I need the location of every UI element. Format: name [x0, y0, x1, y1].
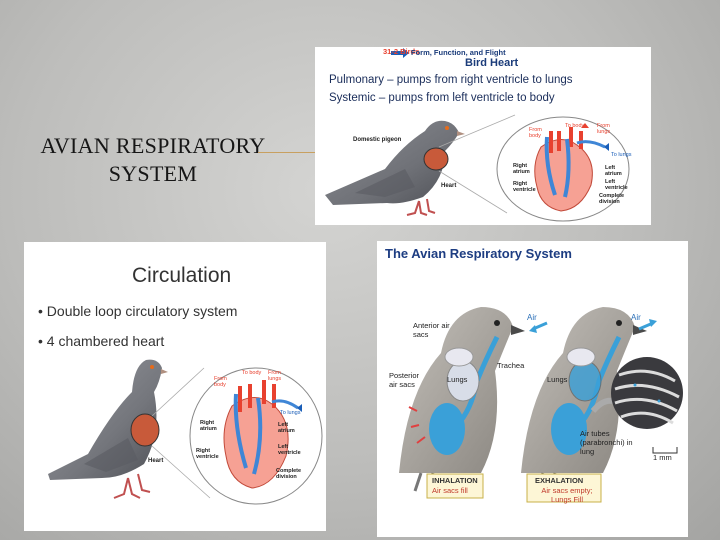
inhalation-subtitle: Air sacs fill	[432, 486, 468, 495]
trachea-label: Trachea	[497, 361, 525, 370]
circulation-title: Circulation	[132, 264, 232, 287]
bird-label: Domestic pigeon	[353, 137, 402, 143]
bullet-2-text: 4 chambered heart	[46, 333, 165, 349]
bullet-2: • 4 chambered heart	[38, 333, 165, 349]
lungs-label-1: Lungs	[447, 375, 468, 384]
heart-diagram	[534, 127, 606, 212]
air-label-1: Air	[527, 313, 537, 322]
title-rule	[258, 152, 318, 153]
slide-title: AVIAN RESPIRATORY SYSTEM	[22, 132, 284, 188]
heart-panel-title: Bird Heart	[465, 57, 519, 69]
bullet-1-text: Double loop circulatory system	[46, 303, 238, 319]
arrow-icon	[581, 123, 589, 128]
respiratory-illustration	[399, 307, 683, 503]
circulation-illustration	[48, 359, 323, 505]
arrow-icon	[391, 48, 409, 58]
left-ventricle-label: Left ventricle	[605, 179, 628, 191]
inhalation-bird	[399, 307, 525, 492]
scale-bar	[652, 447, 678, 454]
to-lungs-label: To lungs	[280, 410, 301, 416]
exhalation-box	[526, 473, 602, 503]
bird-heart-illustration	[325, 48, 630, 222]
parabronchi-closeup	[611, 357, 683, 429]
arrow-icon	[297, 404, 302, 412]
right-ventricle-label: Right ventricle	[196, 448, 219, 460]
right-ventricle-label: Right ventricle	[513, 181, 536, 193]
lungs-label-2: Lungs	[547, 375, 568, 384]
inhalation-box	[426, 473, 484, 499]
inhalation-title: INHALATION	[432, 476, 478, 485]
pigeon-drawing	[48, 359, 211, 499]
section-subtitle: Form, Function, and Flight	[411, 48, 506, 57]
bird-heart-image: 31-2 Birds Form, Function, and Flight Bi…	[315, 47, 651, 225]
to-body-label: To body	[242, 370, 262, 376]
respiratory-title: The Avian Respiratory System	[385, 246, 572, 261]
from-lungs-label: From lungs	[597, 123, 611, 135]
to-body-label: To body	[565, 123, 585, 129]
posterior-air-sacs-label: Posterior air sacs	[389, 371, 420, 389]
from-lungs-label: From lungs	[268, 370, 282, 382]
from-body-label: From body	[214, 376, 227, 388]
complete-division-label: Complete division	[276, 468, 302, 480]
slide-title-line2: SYSTEM	[108, 161, 198, 186]
scale-label: 1 mm	[653, 453, 672, 462]
slide-title-line1: AVIAN RESPIRATORY	[40, 133, 266, 158]
heart-label: Heart	[148, 458, 164, 464]
arrow-icon	[604, 143, 609, 151]
heart-diagram	[223, 380, 299, 489]
air-label-2: Air	[631, 313, 641, 322]
pigeon-drawing	[325, 114, 516, 216]
air-tubes-label: Air tubes (parabronchi) in lung	[580, 429, 633, 456]
complete-division-label: Complete division	[599, 193, 625, 205]
anterior-air-sacs-label: Anterior air sacs	[413, 321, 450, 339]
right-atrium-label: Right atrium	[200, 420, 217, 432]
section-label: 31-2 Birds	[383, 47, 420, 56]
bullet-1: • Double loop circulatory system	[38, 303, 238, 319]
heart-label: Heart	[441, 183, 457, 189]
exhalation-bird	[521, 307, 647, 492]
left-ventricle-label: Left ventricle	[278, 444, 301, 456]
systemic-line: Systemic – pumps from left ventricle to …	[329, 92, 555, 104]
circulation-image: Circulation • Double loop circulatory sy…	[24, 242, 326, 531]
right-atrium-label: Right atrium	[513, 163, 530, 175]
left-atrium-label: Left atrium	[278, 422, 295, 434]
zoom-arrow-icon	[590, 397, 614, 413]
respiratory-image: The Avian Respiratory System Anterior ai…	[377, 241, 688, 537]
from-body-label: From body	[529, 127, 542, 139]
left-atrium-label: Left atrium	[605, 165, 622, 177]
exhalation-subtitle: Air sacs empty; Lungs Fill	[541, 486, 593, 504]
exhalation-title: EXHALATION	[535, 476, 584, 485]
to-lungs-label: To lungs	[611, 152, 632, 158]
pulmonary-line: Pulmonary – pumps from right ventricle t…	[329, 74, 573, 86]
